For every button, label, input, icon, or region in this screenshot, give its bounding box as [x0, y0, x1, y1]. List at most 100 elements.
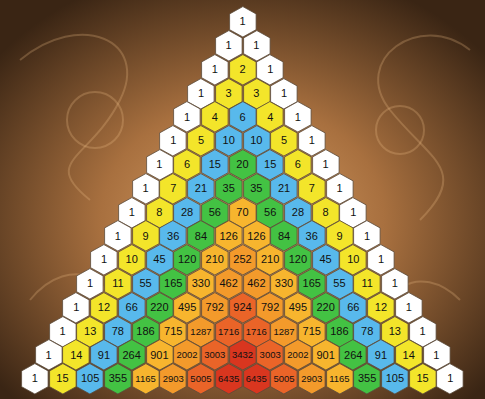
cell-number: 28	[181, 207, 193, 218]
cell-number: 35	[250, 183, 262, 194]
cell-number: 1	[295, 112, 301, 123]
cell-number: 186	[136, 326, 154, 337]
cell-number: 10	[250, 135, 262, 146]
cell-number: 15	[264, 159, 276, 170]
cell-number: 91	[98, 350, 110, 361]
cell-number: 264	[344, 350, 362, 361]
number-hexagon: 1165	[326, 363, 354, 395]
cell-number: 35	[223, 183, 235, 194]
number-hexagon: 105	[76, 363, 104, 395]
cell-number: 8	[156, 207, 162, 218]
cell-number: 3	[226, 88, 232, 99]
cell-number: 3432	[232, 350, 253, 360]
cell-number: 1	[447, 373, 453, 384]
cell-number: 1	[253, 40, 259, 51]
cell-number: 21	[195, 183, 207, 194]
cell-number: 15	[416, 373, 428, 384]
cell-number: 220	[150, 302, 168, 313]
cell-number: 14	[70, 350, 82, 361]
cell-number: 10	[223, 135, 235, 146]
cell-number: 1	[170, 135, 176, 146]
cell-number: 78	[112, 326, 124, 337]
cell-number: 220	[316, 302, 334, 313]
cell-number: 84	[278, 231, 290, 242]
cell-number: 3003	[260, 350, 281, 360]
cell-number: 55	[333, 278, 345, 289]
cell-number: 6435	[246, 374, 267, 384]
cell-number: 36	[167, 231, 179, 242]
cell-number: 5005	[273, 374, 294, 384]
number-hexagon: 1165	[132, 363, 160, 395]
number-hexagon: 105	[381, 363, 409, 395]
cell-number: 715	[164, 326, 182, 337]
cell-number: 12	[98, 302, 110, 313]
cell-number: 165	[303, 278, 321, 289]
cell-number: 1	[323, 159, 329, 170]
cell-number: 14	[403, 350, 415, 361]
number-hexagon: 6435	[215, 363, 243, 395]
cell-number: 9	[336, 231, 342, 242]
cell-number: 2002	[287, 350, 308, 360]
cell-number: 1	[406, 302, 412, 313]
cell-number: 1	[184, 112, 190, 123]
cell-number: 5	[281, 135, 287, 146]
cell-number: 4	[212, 112, 218, 123]
cell-number: 21	[278, 183, 290, 194]
cell-number: 924	[233, 302, 251, 313]
cell-number: 6	[239, 112, 245, 123]
cell-number: 1	[59, 326, 65, 337]
cell-number: 1	[129, 207, 135, 218]
cell-number: 210	[261, 254, 279, 265]
number-hexagon: 5005	[187, 363, 215, 395]
cell-number: 1287	[273, 327, 294, 337]
cell-number: 901	[316, 350, 334, 361]
cell-number: 1	[378, 254, 384, 265]
cell-number: 28	[292, 207, 304, 218]
cell-number: 186	[330, 326, 348, 337]
cell-number: 55	[139, 278, 151, 289]
cell-number: 5005	[190, 374, 211, 384]
cell-number: 355	[358, 373, 376, 384]
cell-number: 6	[184, 159, 190, 170]
cell-number: 20	[236, 159, 248, 170]
cell-number: 3003	[204, 350, 225, 360]
cell-number: 1	[156, 159, 162, 170]
cell-number: 2	[239, 64, 245, 75]
cell-number: 2002	[177, 350, 198, 360]
cell-number: 1	[392, 278, 398, 289]
cell-number: 165	[164, 278, 182, 289]
cell-number: 1	[212, 64, 218, 75]
cell-number: 13	[84, 326, 96, 337]
cell-number: 66	[347, 302, 359, 313]
cell-number: 462	[219, 278, 237, 289]
cell-number: 120	[289, 254, 307, 265]
cell-number: 210	[206, 254, 224, 265]
cell-number: 1	[142, 183, 148, 194]
cell-number: 15	[209, 159, 221, 170]
cell-number: 36	[306, 231, 318, 242]
cell-number: 1	[309, 135, 315, 146]
cell-number: 2903	[163, 374, 184, 384]
cell-number: 495	[289, 302, 307, 313]
cell-number: 6	[295, 159, 301, 170]
cell-number: 3	[253, 88, 259, 99]
cell-number: 45	[153, 254, 165, 265]
cell-number: 1	[115, 231, 121, 242]
number-hexagon: 1	[21, 363, 49, 395]
cell-number: 10	[126, 254, 138, 265]
cell-number: 84	[195, 231, 207, 242]
cell-number: 495	[178, 302, 196, 313]
cell-number: 11	[112, 278, 123, 289]
cell-number: 264	[123, 350, 141, 361]
cell-number: 901	[150, 350, 168, 361]
cell-number: 462	[247, 278, 265, 289]
cell-number: 126	[247, 231, 265, 242]
cell-number: 1165	[135, 374, 155, 384]
cell-number: 1716	[218, 327, 239, 337]
cell-number: 4	[267, 112, 273, 123]
cell-number: 1	[198, 88, 204, 99]
cell-number: 1	[281, 88, 287, 99]
number-hexagon: 15	[49, 363, 77, 395]
cell-number: 252	[233, 254, 251, 265]
